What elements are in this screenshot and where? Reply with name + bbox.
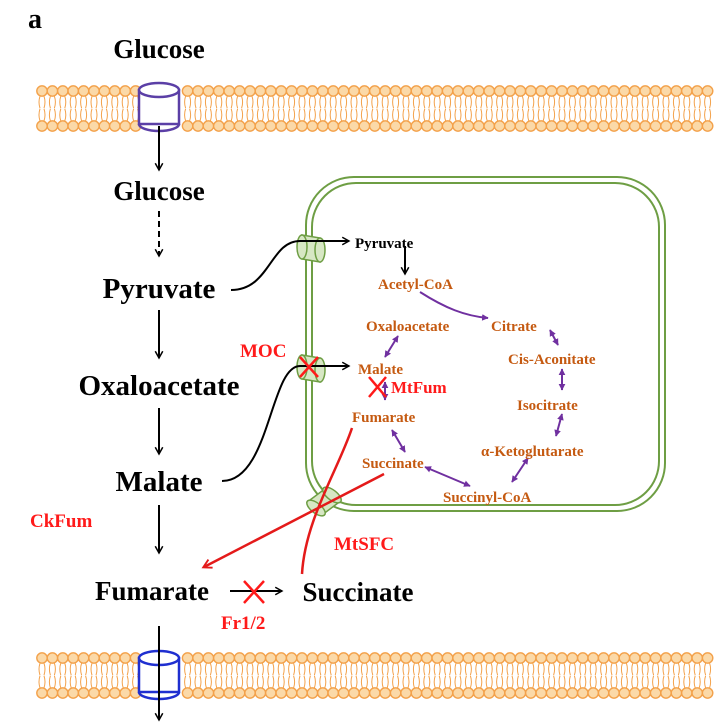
label-alpha-ketoglutarate: α-Ketoglutarate [481, 444, 584, 460]
arrow-mito-fumarate-out [300, 427, 354, 575]
label-mito-malate: Malate [358, 362, 403, 378]
fr12-cross-icon [243, 580, 265, 604]
mito-fumarate-succinate-carrier-icon [306, 486, 342, 517]
inhibition-cross-icons [243, 356, 387, 604]
arrow-malate-import [221, 366, 349, 482]
label-malate: Malate [116, 466, 203, 498]
mitochondrion [305, 176, 666, 512]
cell-membrane-top [36, 85, 714, 132]
moc-cross-icon [299, 356, 319, 378]
label-succinyl-coa: Succinyl-CoA [443, 490, 532, 506]
cell-membrane-bottom [36, 652, 714, 699]
cytosol-arrows [159, 126, 405, 720]
label-mtfum: MtFum [391, 378, 447, 397]
label-isocitrate: Isocitrate [517, 398, 578, 414]
label-fumarate: Fumarate [95, 576, 209, 606]
label-glucose-outside: Glucose [113, 34, 205, 64]
label-acetyl-coa: Acetyl-CoA [378, 277, 453, 293]
arrow-pyruvate-import [230, 241, 349, 291]
label-mito-pyruvate: Pyruvate [355, 236, 414, 252]
label-ckfum: CkFum [30, 511, 92, 532]
label-glucose-inside: Glucose [113, 176, 205, 206]
label-pyruvate: Pyruvate [103, 273, 216, 305]
glucose-transporter-icon [137, 81, 181, 133]
label-mito-oxaloacetate: Oxaloacetate [366, 319, 450, 335]
arrow-succinate-fumarate-exchange [204, 472, 385, 567]
mito-pyruvate-carrier-icon [296, 234, 326, 263]
label-cis-aconitate: Cis-Aconitate [508, 352, 596, 368]
mtfum-cross-icon [368, 376, 387, 398]
label-moc: MOC [240, 341, 286, 362]
label-oxaloacetate: Oxaloacetate [78, 370, 239, 402]
panel-label: a [28, 4, 42, 35]
label-citrate: Citrate [491, 319, 537, 335]
tca-cycle-arrows [381, 291, 566, 487]
label-mito-fumarate: Fumarate [352, 410, 416, 426]
label-mito-succinate: Succinate [362, 456, 424, 472]
label-succinate: Succinate [303, 577, 414, 607]
fumarate-succinate-flux [204, 427, 385, 575]
label-mtsfc: MtSFC [334, 534, 394, 555]
label-fr12: Fr1/2 [221, 613, 265, 634]
